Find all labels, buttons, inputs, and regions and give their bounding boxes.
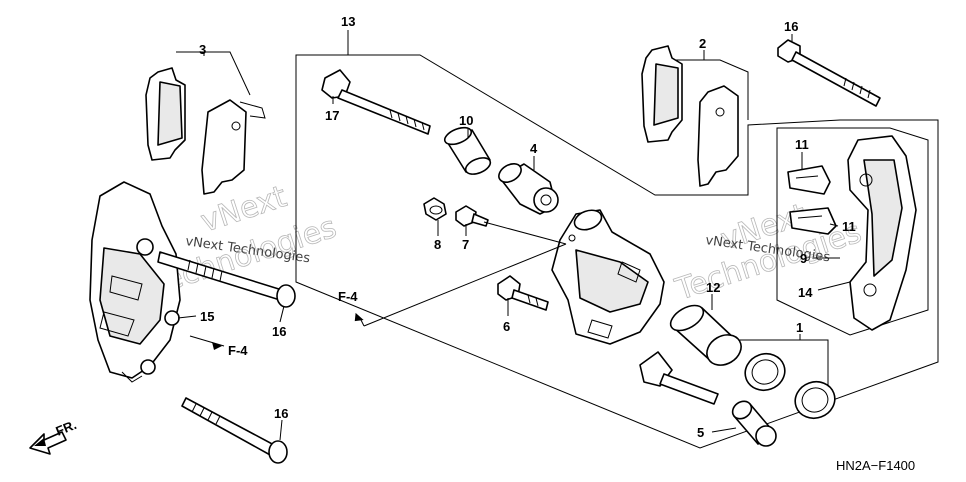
callout-15: 15 xyxy=(200,309,214,324)
sleeve-10 xyxy=(443,126,492,175)
front-arrow-icon xyxy=(29,431,67,455)
bolt-16-top-right xyxy=(777,39,881,107)
ref-f4-left: F-4 xyxy=(212,342,248,358)
bleeder-screw-7 xyxy=(455,205,489,227)
watermark-right: vNext Technologies vNext Technologies xyxy=(670,197,866,309)
callout-6: 6 xyxy=(503,319,510,334)
front-arrow: FR. xyxy=(29,417,79,455)
callout-12: 12 xyxy=(706,280,720,295)
brake-pad-3 xyxy=(145,67,266,195)
piston-12 xyxy=(669,304,742,366)
caliper-bracket-9 xyxy=(847,135,917,331)
callout-11-upper: 11 xyxy=(795,137,809,152)
callout-17: 17 xyxy=(325,108,339,123)
callout2-bracket xyxy=(660,59,749,120)
bolt-16-lower-left xyxy=(181,397,288,464)
callout-14: 14 xyxy=(798,285,813,300)
ref-f4-mid: F-4 xyxy=(338,289,365,327)
bracket-group-boundary xyxy=(776,127,929,336)
callout-10: 10 xyxy=(459,113,473,128)
leader-lines xyxy=(177,30,851,441)
seal-set-1 xyxy=(744,352,836,420)
callout-11-lower: 11 xyxy=(842,219,856,234)
pad-spring-11-lower xyxy=(789,207,837,235)
boot-4 xyxy=(498,163,559,215)
callout-13: 13 xyxy=(341,14,355,29)
callout-16-top: 16 xyxy=(784,19,798,34)
callout-9: 9 xyxy=(800,251,807,266)
callout-16-bottom-left: 16 xyxy=(274,406,288,421)
brake-pad-2 xyxy=(641,45,739,187)
ref-f4-mid-label: F-4 xyxy=(338,289,358,304)
callout-7: 7 xyxy=(462,237,469,252)
ref-f4-left-arrow-icon xyxy=(212,342,222,350)
boot-5 xyxy=(731,400,777,447)
caliper-assembly-left xyxy=(89,181,181,383)
callout-16-mid-left: 16 xyxy=(272,324,286,339)
kit-boundary-line xyxy=(295,54,939,449)
callout-4: 4 xyxy=(530,141,538,156)
callout1-bracket xyxy=(720,339,829,390)
callout-2: 2 xyxy=(699,36,706,51)
callout-5: 5 xyxy=(697,425,704,440)
callout-3: 3 xyxy=(199,42,206,57)
callout-1: 1 xyxy=(796,320,803,335)
callout3-bracket xyxy=(176,51,251,96)
bleeder-cap-8 xyxy=(423,197,447,221)
figure-code: HN2A−F1400 xyxy=(836,458,915,473)
bolt-16-upper-left xyxy=(157,251,296,308)
ref-f4-mid-arrow-icon xyxy=(354,312,364,322)
front-label: FR. xyxy=(54,417,79,439)
bolt-17 xyxy=(321,69,431,135)
callout-8: 8 xyxy=(434,237,441,252)
caliper-body-center xyxy=(551,209,665,345)
ref-f4-left-label: F-4 xyxy=(228,343,248,358)
callout-labels: 13 3 2 16 17 10 4 11 11 8 7 9 14 12 1 15… xyxy=(199,14,856,440)
bolt-6 xyxy=(497,275,549,311)
slide-pin xyxy=(639,351,719,405)
pad-spring-11-upper xyxy=(787,165,831,195)
